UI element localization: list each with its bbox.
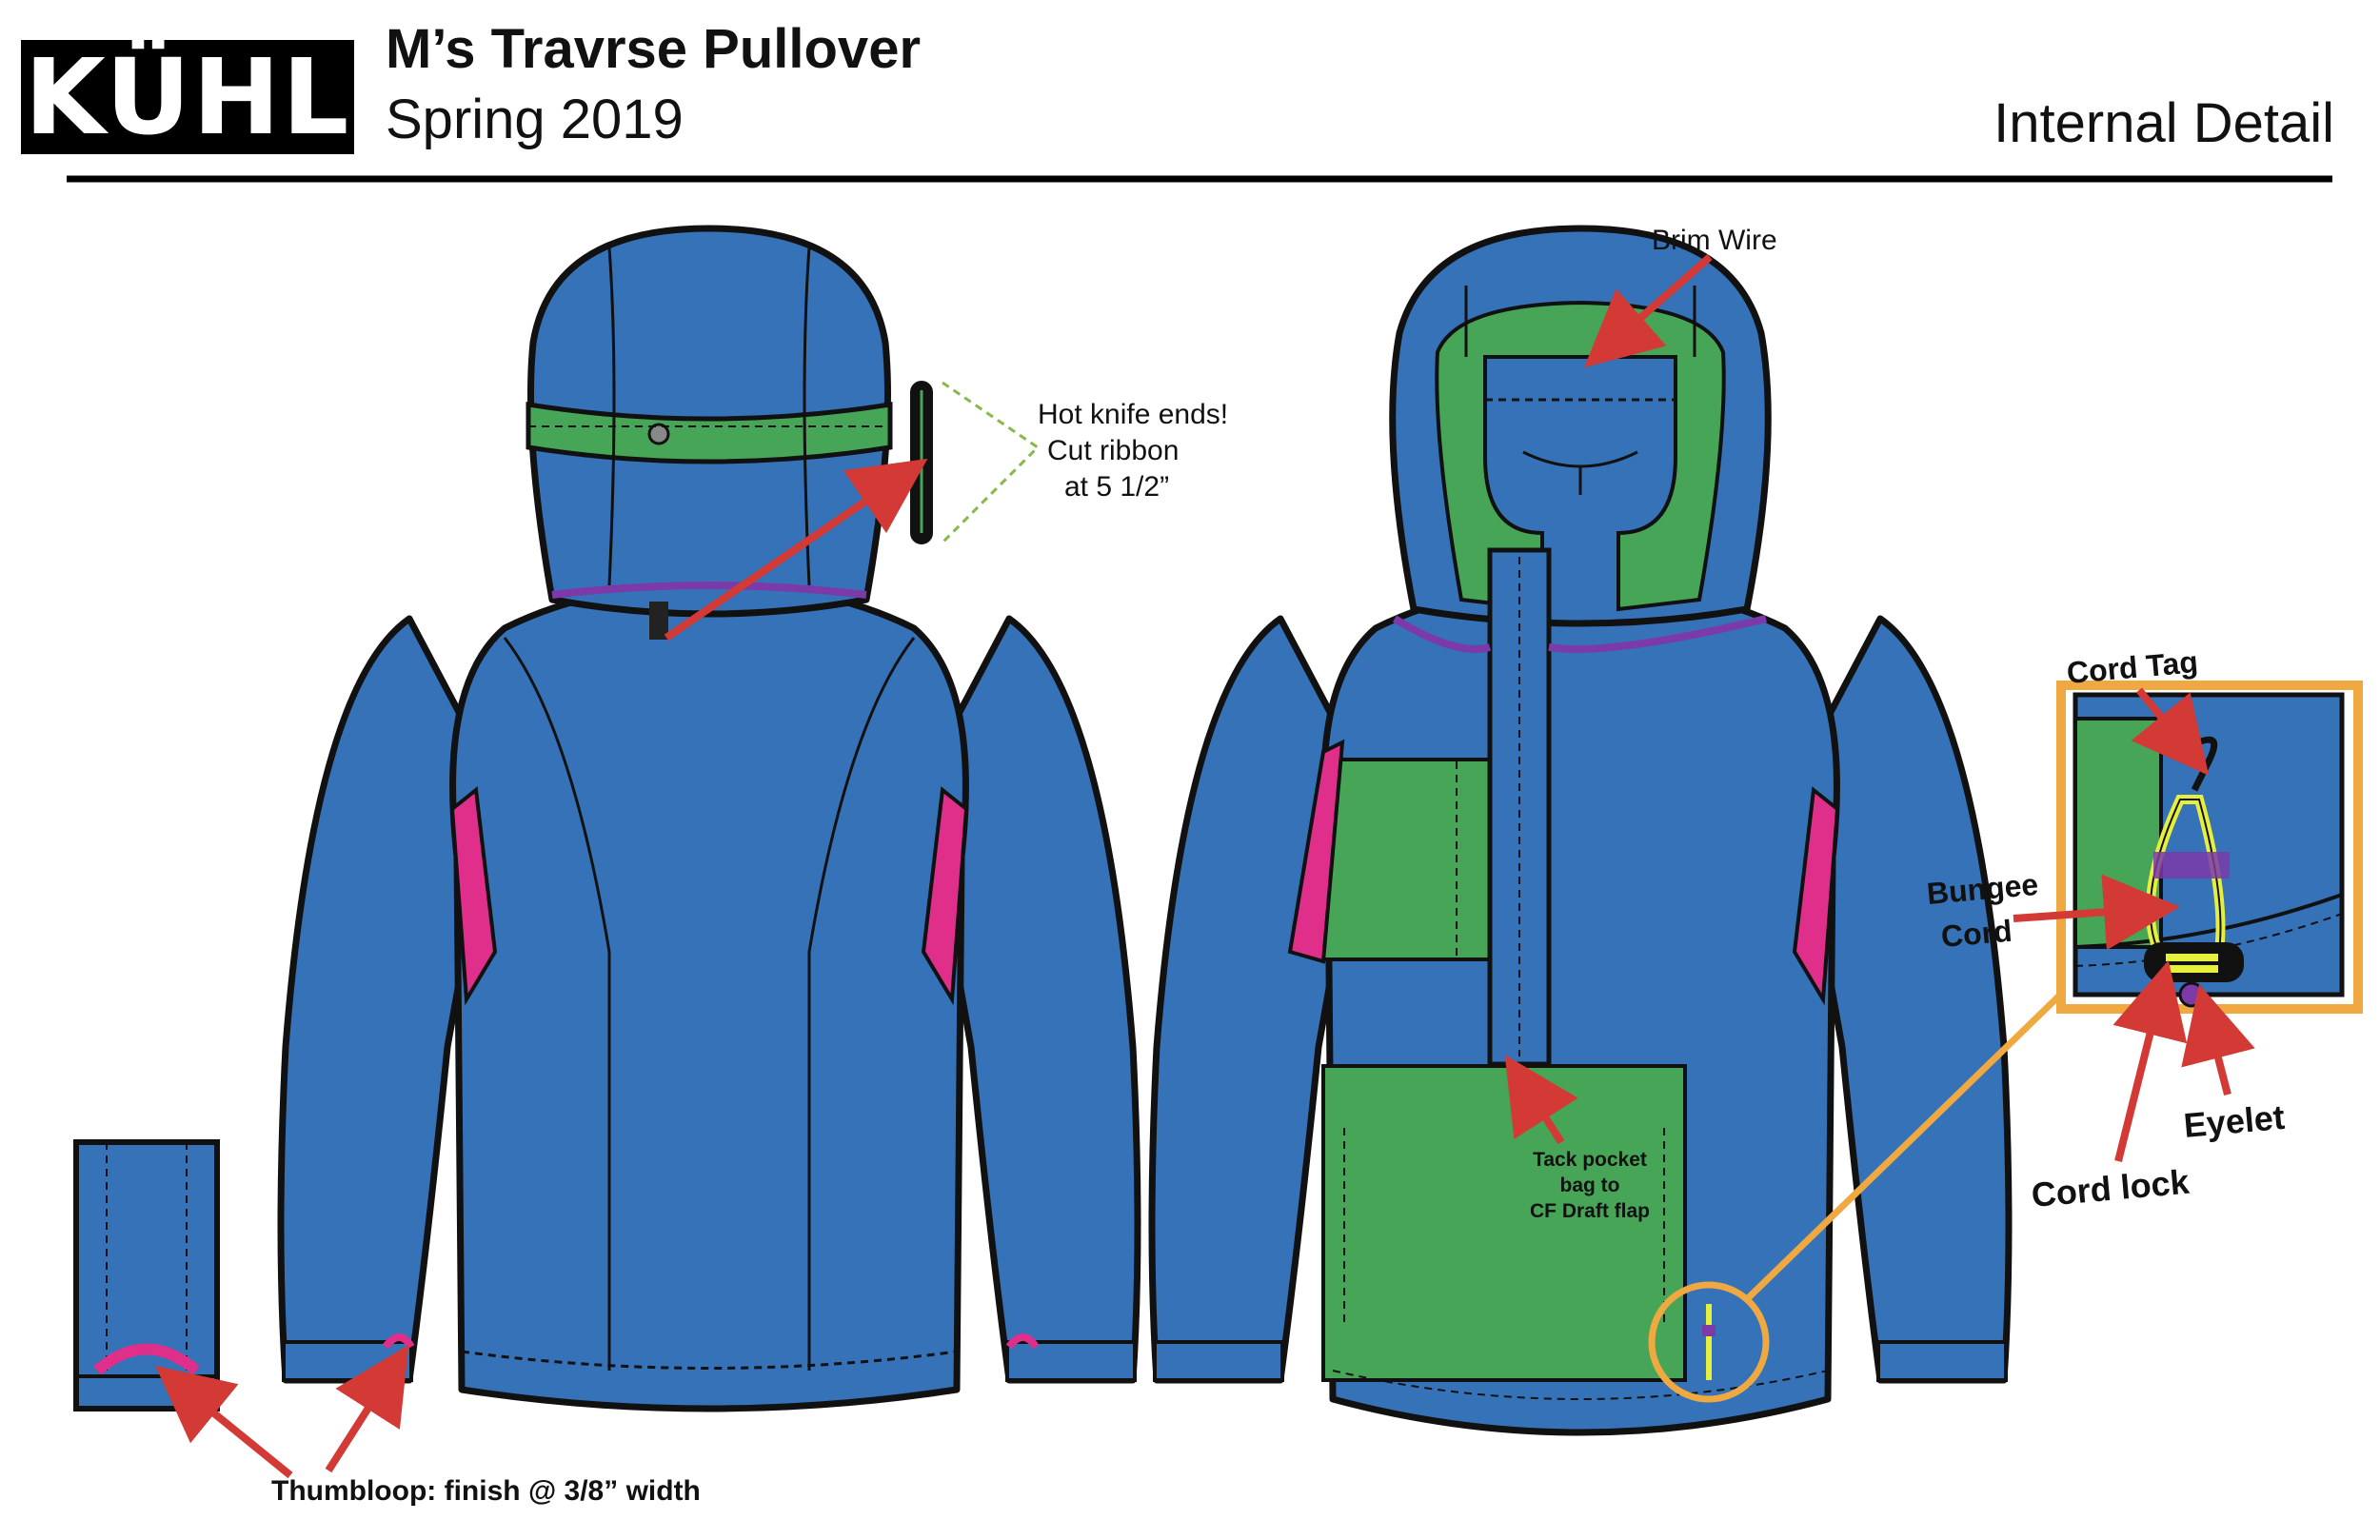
tack-pocket-arrow	[1504, 1055, 1578, 1145]
brim-wire-arrow	[1583, 253, 1713, 368]
jacket-back-view	[277, 225, 1141, 1412]
hot-knife-line-3: at 5 1/2”	[1064, 471, 1169, 503]
back-hood-band	[526, 402, 893, 464]
cord-lock-arrow	[2112, 959, 2188, 1162]
hem-cord-lock	[1702, 1304, 1716, 1380]
front-gusset-left	[1287, 739, 1345, 964]
front-cuffs	[1153, 1340, 2008, 1382]
product-title: M’s Travrse Pullover	[386, 18, 922, 80]
cord-lock-label: Cord lock	[2030, 1162, 2192, 1214]
thumbloop-inset	[73, 1139, 220, 1412]
brim-wire-label: Brim Wire	[1652, 225, 1777, 256]
cord-detail-inset	[2056, 681, 2363, 1014]
hood-seams	[1464, 286, 1696, 495]
cf-draft-flap	[1487, 547, 1552, 1067]
thumbloop-arrow-inset	[155, 1365, 293, 1479]
bungee-arrow	[2013, 874, 2180, 951]
back-gusset-left	[449, 786, 498, 1006]
thumbloop-label: Thumbloop: finish @ 3/8” width	[271, 1475, 701, 1507]
season-label: Spring 2019	[386, 89, 684, 150]
zoom-leader	[1744, 968, 2088, 1302]
back-seams	[461, 247, 958, 1371]
zoom-circle	[1648, 1281, 1770, 1403]
kuhl-logo: KÜHL	[21, 36, 354, 158]
view-label: Internal Detail	[1993, 92, 2334, 154]
chest-pocket-bag	[1321, 758, 1492, 961]
eyelet-arrow	[2181, 984, 2255, 1096]
back-gusset-right	[921, 786, 969, 1006]
hood-lining	[1435, 300, 1726, 612]
tack-pocket-line-3: CF Draft flap	[1530, 1200, 1650, 1222]
ribbon-arrow	[664, 458, 928, 642]
thumbloop-arrow-cuff	[325, 1345, 409, 1473]
tack-pocket-line-1: Tack pocket	[1533, 1149, 1647, 1171]
ribbon-detail	[910, 381, 1041, 544]
back-hang-loop	[649, 602, 668, 640]
bungee-line-2: Cord	[1939, 914, 2013, 954]
hot-knife-line-2: Cut ribbon	[1047, 435, 1179, 466]
hood-toggle-icon	[647, 423, 670, 445]
cord-tag-arrow	[2131, 687, 2210, 776]
front-gusset-right	[1792, 786, 1840, 1006]
tack-pocket-line-2: bag to	[1560, 1175, 1620, 1196]
hot-knife-line-1: Hot knife ends!	[1038, 399, 1228, 430]
eyelet-label: Eyelet	[2182, 1097, 2286, 1145]
kangaroo-pocket-bag	[1321, 1064, 1687, 1382]
back-neck-binding	[551, 582, 867, 599]
